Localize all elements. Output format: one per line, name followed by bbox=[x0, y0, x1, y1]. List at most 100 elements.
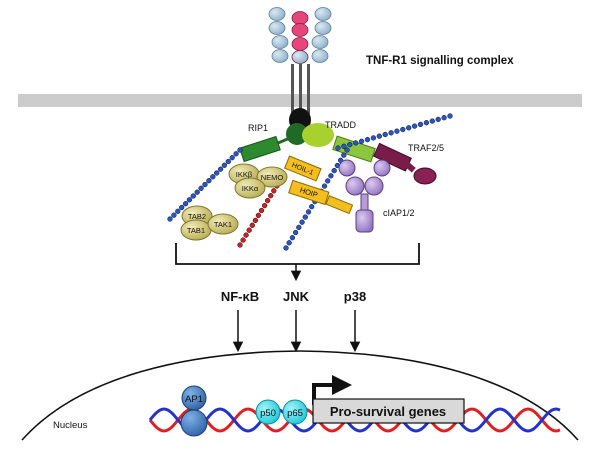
ubiquitin-bead bbox=[321, 183, 328, 189]
ubiquitin-bead bbox=[186, 197, 193, 203]
ubiquitin-bead bbox=[441, 115, 447, 121]
ubiquitin-bead bbox=[292, 229, 299, 236]
ubiquitin-bead bbox=[382, 131, 388, 138]
ubiquitin-bead bbox=[190, 193, 196, 199]
ikka-subunit bbox=[234, 177, 266, 199]
ubiquitin-chain-tradd bbox=[335, 113, 453, 151]
ubiquitin-bead bbox=[198, 185, 204, 191]
label-rip1: RIP1 bbox=[248, 123, 268, 133]
ubiquitin-bead bbox=[261, 202, 268, 209]
genes-label: Pro-survival genes bbox=[330, 404, 446, 419]
label-tak1: TAK1 bbox=[214, 220, 232, 229]
traf-head bbox=[413, 167, 437, 185]
ap1-dimer: AP1 bbox=[180, 385, 208, 437]
ubiquitin-bead bbox=[268, 193, 274, 199]
receptor-bead bbox=[271, 49, 289, 63]
pathway-jnk: JNK bbox=[283, 289, 310, 304]
ubiquitin-bead bbox=[447, 113, 453, 119]
label-tab1: TAB1 bbox=[187, 226, 205, 235]
nemo-subunit bbox=[256, 166, 288, 188]
hoip-tail bbox=[325, 195, 354, 215]
diagram-title: TNF-R1 signalling complex bbox=[366, 55, 514, 67]
ubiquitin-bead bbox=[237, 242, 243, 248]
ubiquitin-bead bbox=[179, 204, 185, 211]
ciap-stalk bbox=[360, 193, 369, 211]
receptor-bead bbox=[271, 35, 289, 49]
ubiquitin-bead bbox=[309, 204, 315, 210]
ubiquitin-bead bbox=[182, 201, 189, 207]
genes-box bbox=[312, 398, 465, 424]
tak1-subunit bbox=[207, 213, 239, 235]
pathway-p38: p38 bbox=[344, 289, 366, 304]
label-nemo: NEMO bbox=[261, 173, 284, 182]
nuclear-envelope bbox=[21, 350, 579, 441]
ubiquitin-bead bbox=[167, 216, 173, 222]
receptor-bead bbox=[311, 49, 329, 63]
hoil-box bbox=[283, 155, 322, 182]
ubiquitin-bead bbox=[171, 212, 177, 218]
p50-subunit bbox=[255, 399, 281, 425]
label-ikkb: IKKβ bbox=[236, 170, 253, 179]
ubiquitin-bead bbox=[206, 178, 212, 184]
lubac-complex bbox=[283, 155, 354, 215]
ubiquitin-bead bbox=[214, 170, 220, 176]
ubiquitin-bead bbox=[344, 147, 350, 153]
label-p50: p50 bbox=[260, 408, 276, 419]
ubiquitin-bead bbox=[243, 232, 249, 238]
ubiquitin-bead bbox=[429, 118, 435, 124]
ubiquitin-bead bbox=[271, 188, 277, 194]
ubiquitin-bead bbox=[237, 147, 243, 153]
tradd-complex bbox=[286, 123, 437, 185]
traf-link bbox=[404, 161, 416, 173]
receptor-bead bbox=[268, 7, 286, 21]
pathway-nfkb: NF-κB bbox=[221, 289, 259, 304]
receptor-bead bbox=[291, 37, 309, 51]
receptor-bead bbox=[314, 21, 332, 35]
ubiquitin-bead bbox=[400, 126, 406, 133]
ubiquitin-bead bbox=[283, 245, 289, 251]
ubiquitin-bead bbox=[286, 240, 292, 246]
ubiquitin-bead bbox=[364, 136, 371, 143]
receptor-bead bbox=[291, 50, 309, 64]
ubiquitin-bead bbox=[341, 143, 347, 149]
receptor-stalks bbox=[291, 64, 310, 114]
p65-subunit bbox=[282, 399, 308, 425]
ubiquitin-bead bbox=[353, 140, 359, 146]
ubiquitin-bead bbox=[258, 207, 265, 214]
ubiquitin-bead bbox=[225, 158, 231, 165]
ubiquitin-bead bbox=[210, 174, 216, 180]
transcription-start-arrow bbox=[312, 375, 352, 405]
ubiquitin-bead bbox=[341, 152, 347, 158]
receptor-bead bbox=[268, 21, 286, 35]
ubiquitin-bead bbox=[411, 123, 418, 129]
ubiquitin-chain-rip1 bbox=[167, 147, 243, 222]
ubiquitin-bead bbox=[240, 237, 246, 243]
dna-strand-blue bbox=[148, 407, 561, 433]
label-p65: p65 bbox=[287, 408, 303, 419]
ap1-lower bbox=[180, 409, 208, 437]
ap1-upper bbox=[181, 385, 207, 411]
receptor-bead bbox=[311, 35, 329, 49]
ubiquitin-bead bbox=[406, 125, 412, 131]
ubiquitin-bead bbox=[335, 145, 341, 151]
ubiquitin-bead bbox=[194, 189, 200, 195]
ubiquitin-bead bbox=[435, 116, 441, 123]
label-tab2: TAB2 bbox=[188, 212, 206, 221]
ubiquitin-bead bbox=[296, 224, 302, 231]
ubiquitin-bead bbox=[328, 173, 334, 179]
nucleus-label: Nucleus bbox=[53, 420, 88, 431]
receptor-bead bbox=[291, 23, 309, 37]
ciap-bir-right bbox=[373, 159, 391, 177]
receptor-bead bbox=[314, 7, 332, 21]
ubiquitin-bead bbox=[289, 235, 296, 241]
ubiquitin-bead bbox=[417, 121, 424, 128]
ubiquitin-bead bbox=[376, 133, 382, 139]
ciap-base bbox=[355, 209, 374, 233]
ikk-complex bbox=[228, 163, 288, 199]
ubiquitin-bead bbox=[305, 209, 312, 215]
ubiquitin-bead bbox=[249, 222, 255, 228]
ubiquitin-bead bbox=[221, 162, 228, 168]
ubiquitin-bead bbox=[264, 197, 271, 204]
ubiquitin-bead bbox=[233, 151, 239, 157]
